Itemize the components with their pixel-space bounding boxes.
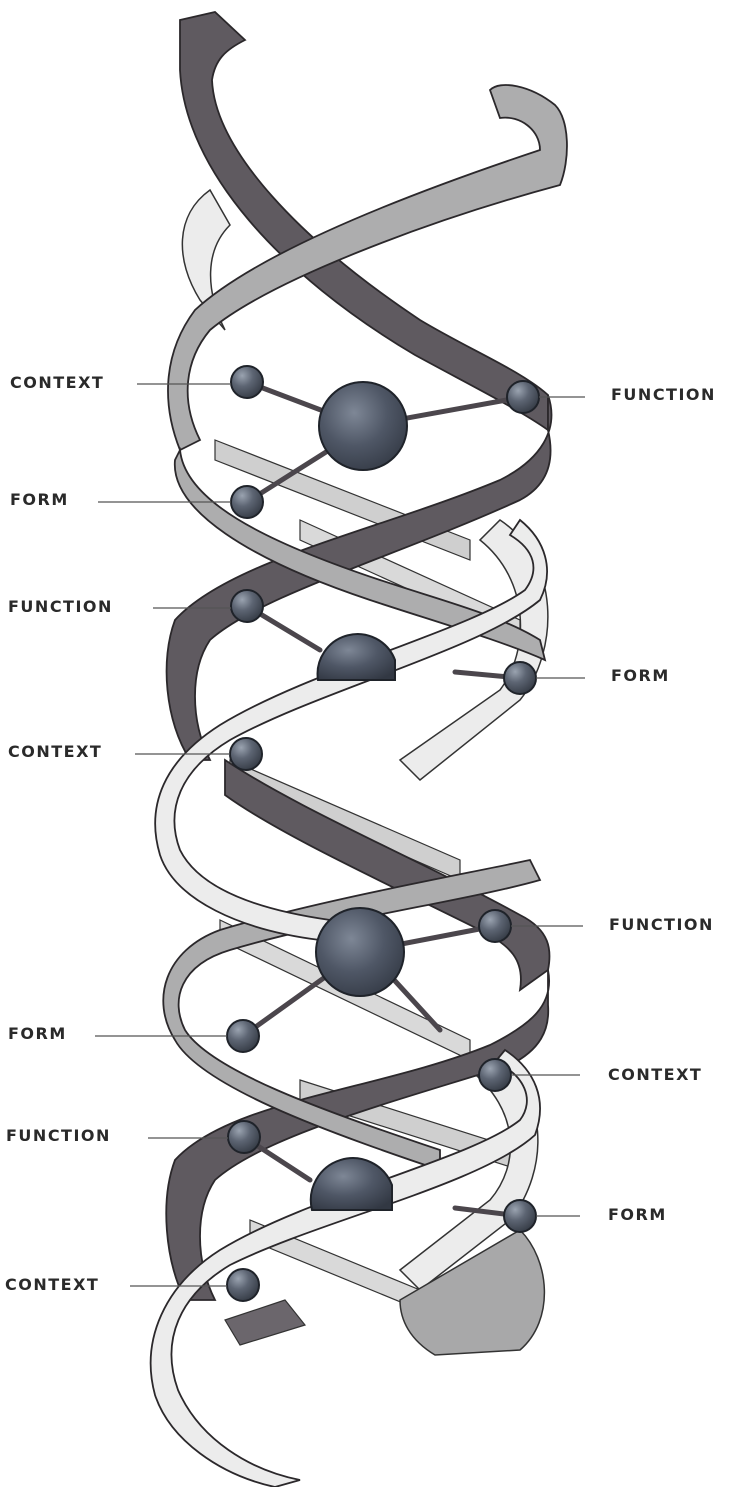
- node-context-4: [226, 1268, 260, 1302]
- big-node-1: [318, 381, 408, 471]
- node-form-1: [230, 485, 264, 519]
- label-context-4: CONTEXT: [5, 1275, 100, 1294]
- label-function-1: FUNCTION: [611, 385, 716, 404]
- nodes: [226, 365, 540, 1302]
- label-context-1: CONTEXT: [10, 373, 105, 392]
- node-form-4: [503, 1199, 537, 1233]
- node-form-2: [503, 661, 537, 695]
- big-node-2-partial: [316, 633, 396, 681]
- label-function-4: FUNCTION: [6, 1126, 111, 1145]
- label-function-2: FUNCTION: [8, 597, 113, 616]
- label-context-3: CONTEXT: [608, 1065, 703, 1084]
- node-form-3: [226, 1019, 260, 1053]
- rear-tail: [399, 1229, 546, 1356]
- node-context-3: [478, 1058, 512, 1092]
- label-context-2: CONTEXT: [8, 742, 103, 761]
- node-function-3: [478, 909, 512, 943]
- label-form-3: FORM: [8, 1024, 67, 1043]
- node-function-4: [227, 1120, 261, 1154]
- label-form-1: FORM: [10, 490, 69, 509]
- node-context-1: [230, 365, 264, 399]
- label-function-3: FUNCTION: [609, 915, 714, 934]
- mid-strand-left-upper: [174, 446, 547, 662]
- light-strand-lower: [149, 1048, 541, 1487]
- label-form-4: FORM: [608, 1205, 667, 1224]
- big-node-4-partial: [309, 1157, 393, 1211]
- node-function-1: [506, 380, 540, 414]
- leader-lines: [95, 383, 585, 1287]
- big-node-3: [315, 907, 405, 997]
- node-context-2: [229, 737, 263, 771]
- node-function-2: [230, 589, 264, 623]
- label-form-2: FORM: [611, 666, 670, 685]
- dark-strand-middle: [224, 758, 551, 992]
- mid-strand-top: [167, 84, 568, 452]
- rear-dark-block: [224, 1299, 307, 1346]
